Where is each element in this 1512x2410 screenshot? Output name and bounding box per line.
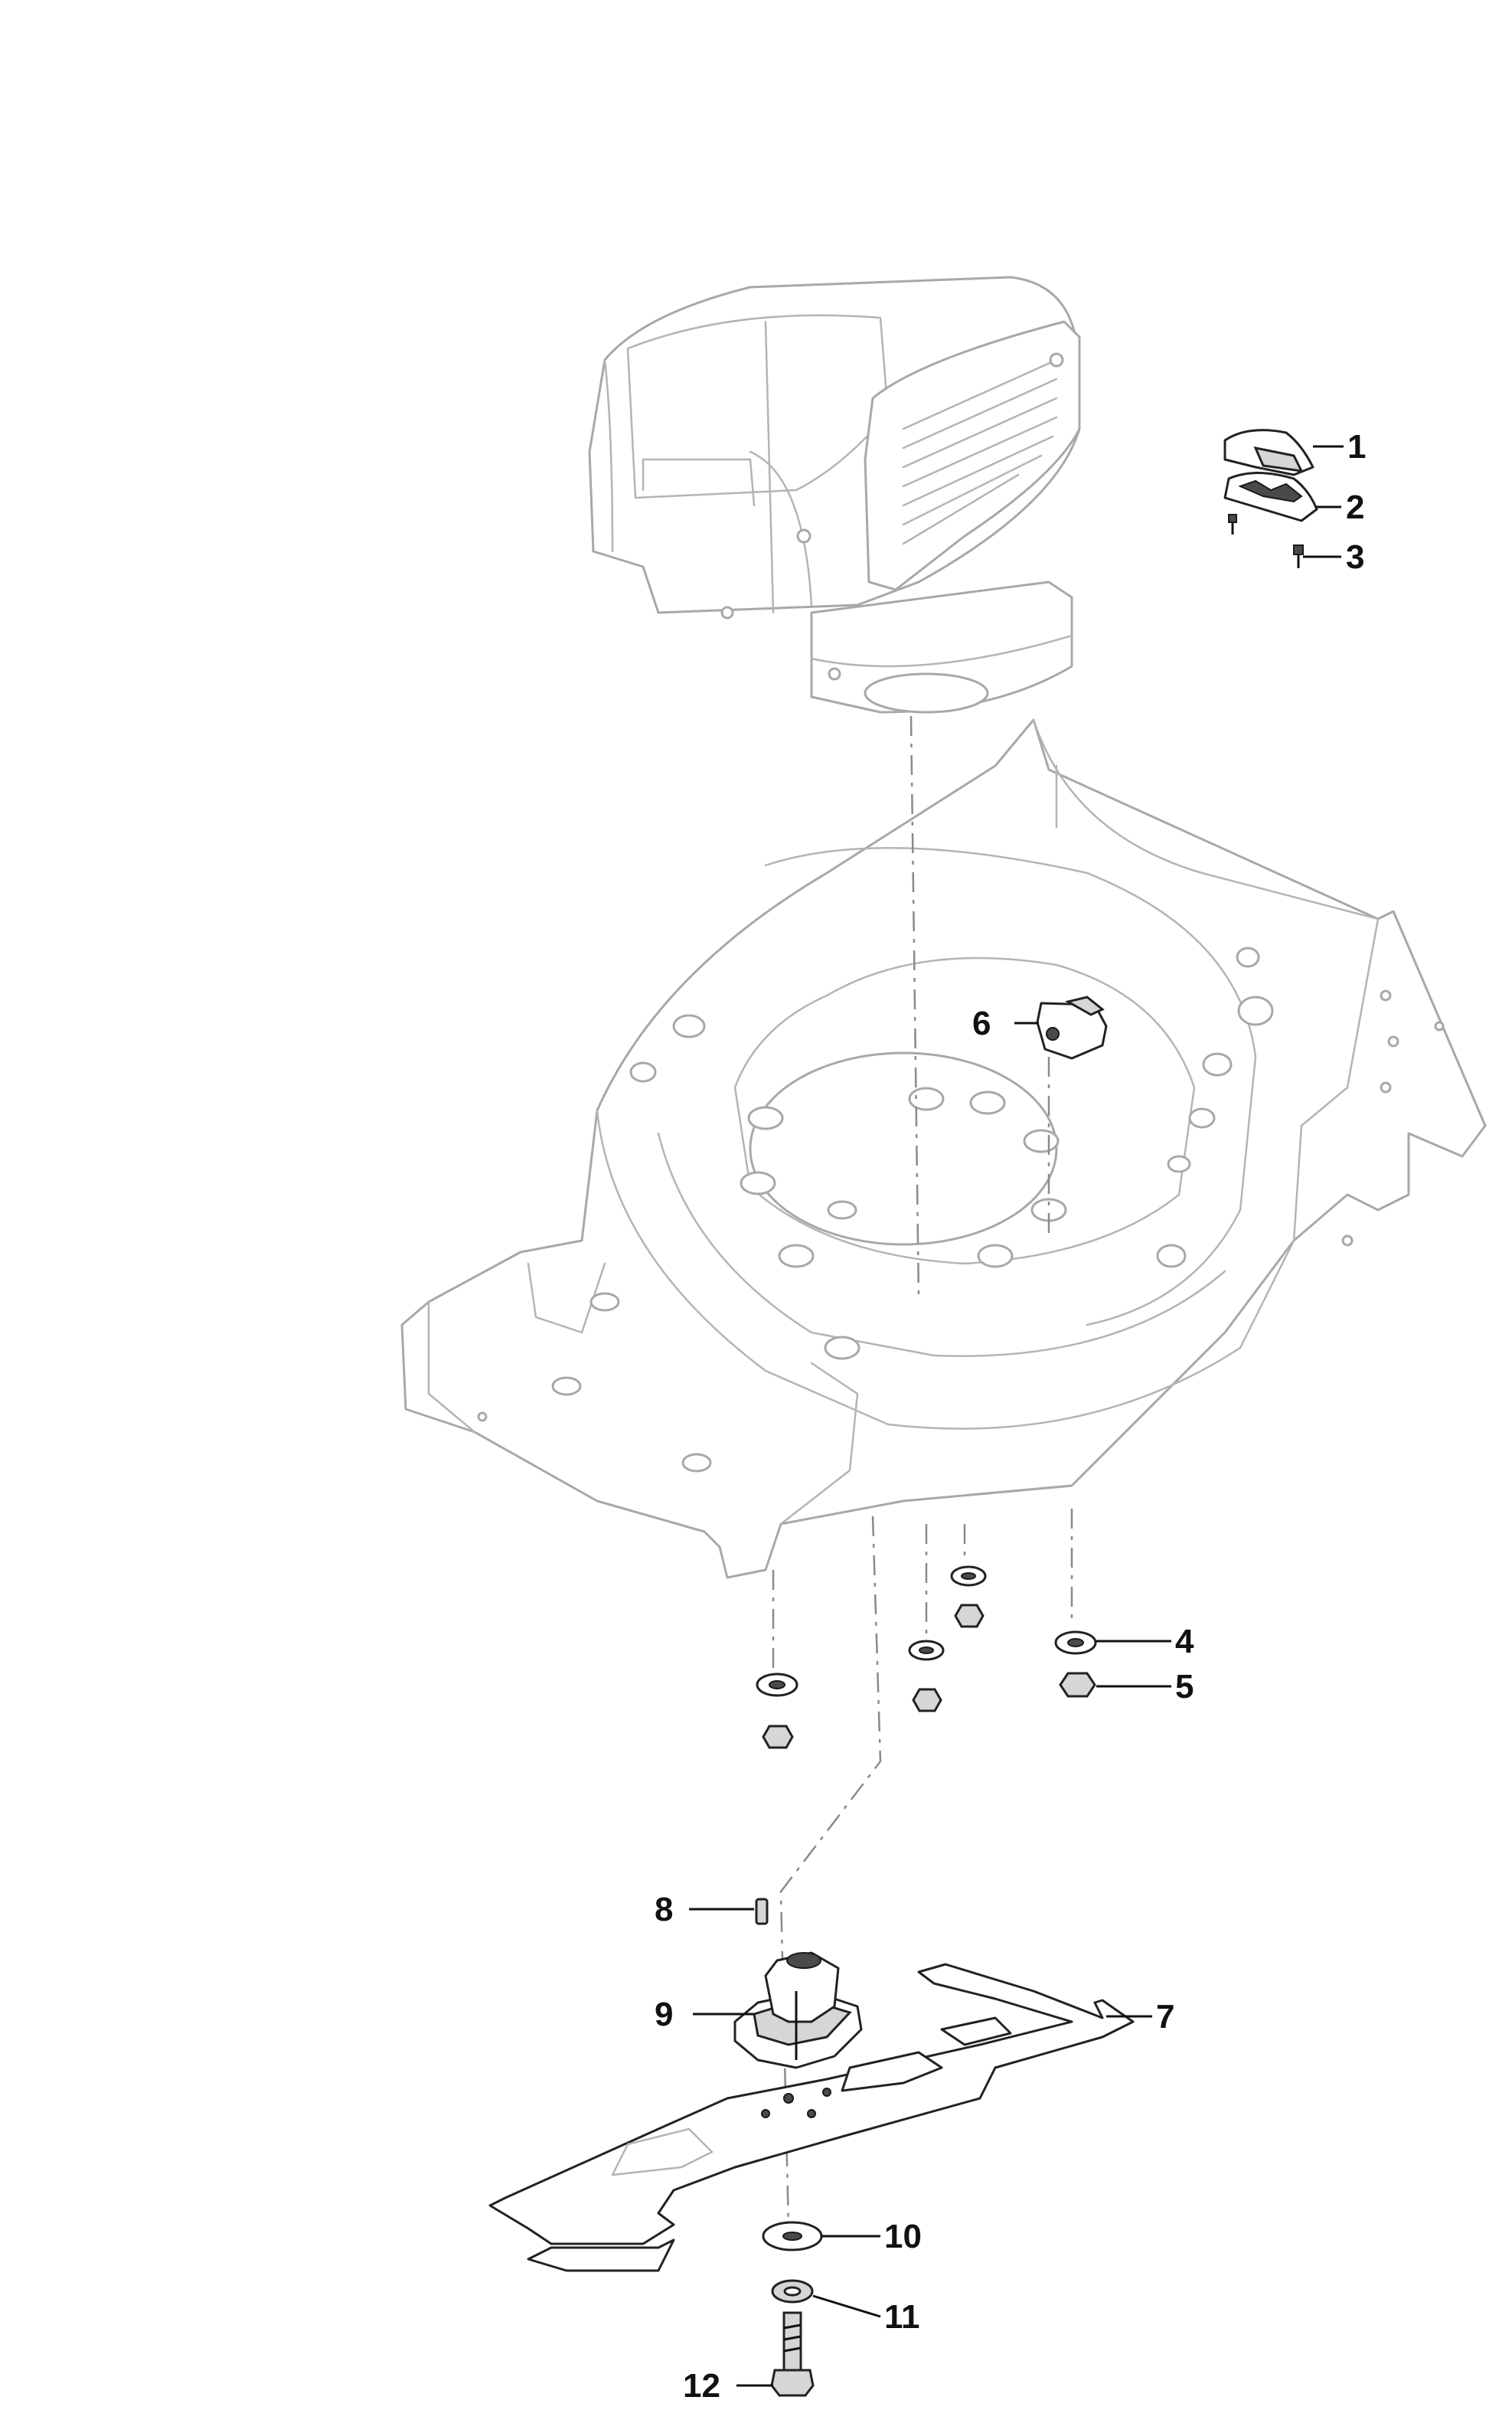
callout-11: 11 [884, 2298, 920, 2336]
callout-5: 5 [1175, 1668, 1194, 1705]
part-12-bolt [770, 2311, 815, 2397]
callout-labels: 1 2 3 4 5 6 7 8 9 10 11 12 [655, 428, 1366, 2405]
callout-2: 2 [1346, 489, 1364, 526]
callout-4: 4 [1175, 1623, 1194, 1660]
callout-9: 9 [655, 1996, 673, 2033]
callout-leaders [689, 445, 1344, 2387]
mower-deck [400, 718, 1487, 1579]
callout-12: 12 [683, 2367, 720, 2405]
callout-3: 3 [1346, 538, 1364, 576]
part-10-washer [762, 2221, 823, 2251]
part-6-cable-clip [1036, 996, 1108, 1060]
part-3-screws [1228, 514, 1304, 568]
part-11-spring-washer [771, 2279, 814, 2304]
part-8-key [755, 1898, 769, 1925]
part-7-blade [488, 1963, 1135, 2272]
callout-6: 6 [972, 1005, 991, 1042]
part-4-washers [756, 1565, 1097, 1697]
callout-8: 8 [655, 1891, 673, 1928]
callout-10: 10 [884, 2218, 922, 2255]
part-9-blade-adapter [733, 1951, 863, 2069]
motor-housing [588, 276, 1081, 714]
callout-7: 7 [1156, 1998, 1174, 2036]
callout-1: 1 [1347, 428, 1366, 466]
part-1-knob-cover [1223, 429, 1314, 476]
part-2-knob-base [1223, 472, 1318, 522]
part-5-nuts [762, 1604, 1096, 1749]
